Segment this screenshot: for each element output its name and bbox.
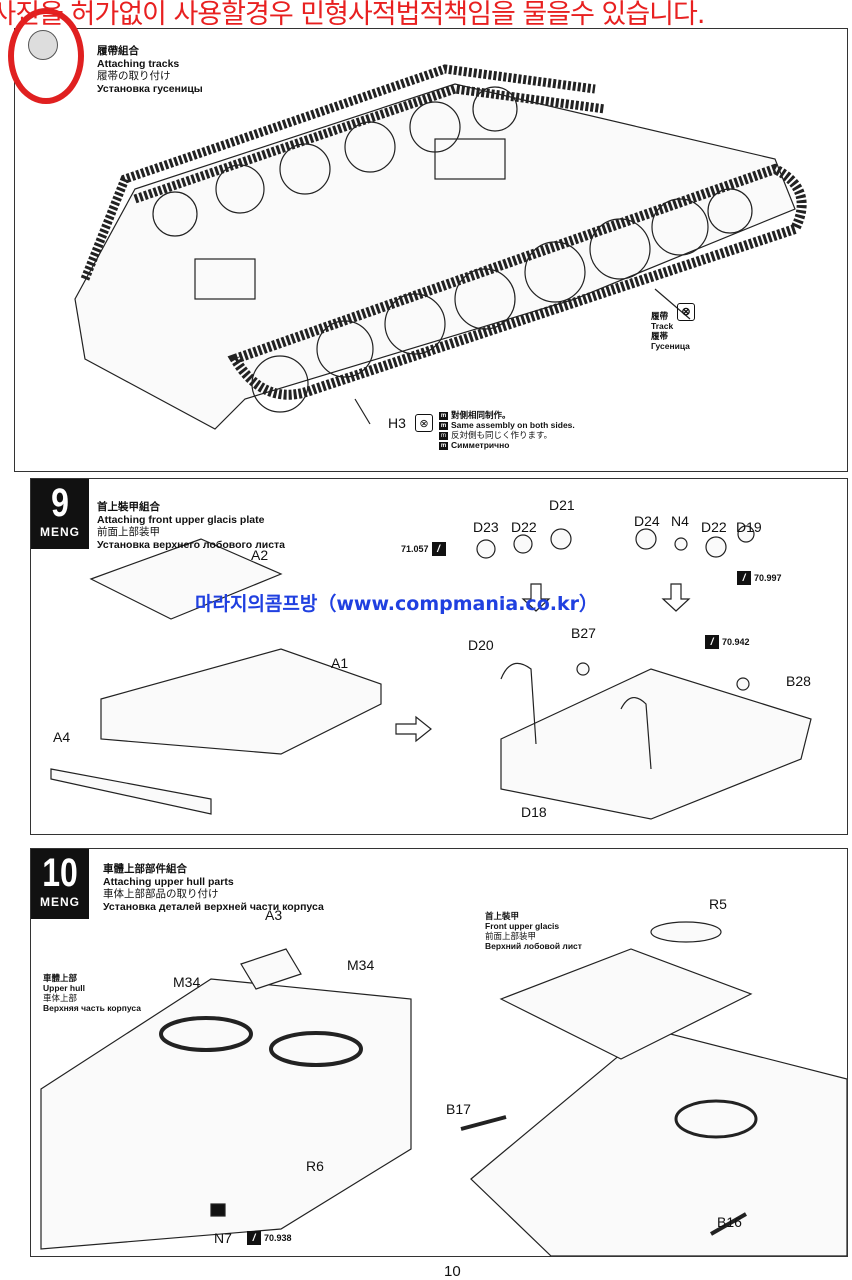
step-10-panel: 10 MENG 車體上部部件組合 Attaching upper hull pa… [30,848,848,1257]
step-number: 9 [51,481,69,525]
page-number: 10 [444,1263,461,1280]
part-m34-right: M34 [347,957,375,973]
label-cn: 車體上部 [43,973,78,983]
paint-code: 70.942 [722,637,750,647]
part-b28: B28 [786,673,811,689]
tank-chassis-drawing [74,64,807,430]
paint-brush-icon: / [431,542,446,556]
title-ru: Установка верхнего лобового листа [97,538,286,551]
watermark-top: 이 사진을 허가없이 사용할경우 민형사적법적책임을 물을수 있습니다. [0,0,705,30]
part-r5: R5 [709,896,727,912]
title-en: Attaching upper hull parts [103,875,234,888]
title-en: Attaching front upper glacis plate [97,513,265,526]
part-b16: B16 [717,1214,742,1230]
part-r6: R6 [306,1158,324,1174]
compmania-logo [0,0,84,104]
make-two-icon: ⊗ [677,303,695,321]
paint-code: 71.057 [401,544,429,554]
track-cn: 履帶 [651,311,669,321]
part-a3: A3 [265,907,283,923]
track-jp: 履帯 [651,331,669,341]
label-jp: 前面上部装甲 [485,931,537,941]
label-en: Front upper glacis [485,921,560,931]
part-n4: N4 [671,513,689,529]
label-ru: Верхняя часть корпуса [43,1003,141,1013]
glacis-assembly-drawing [50,525,812,820]
note-cn: 對側相同制作。 [451,410,511,420]
part-b27: B27 [571,625,596,641]
part-h3: H3 [388,415,406,431]
step-9-badge: 9 MENG [31,479,89,549]
label-cn: 首上裝甲 [485,911,520,921]
part-d22-right: D22 [701,519,727,535]
title-jp: 履帯の取り付け [97,70,171,82]
paint-code: 70.997 [754,573,782,583]
meng-logo: MENG [40,525,80,539]
part-d23: D23 [473,519,499,535]
symmetric-icon: ⊗ [415,414,433,432]
part-m34: M34 [173,974,201,990]
paint-code: 70.938 [264,1233,292,1243]
title-en: Attaching tracks [97,57,180,70]
step-8-panel: 履帶組合 Attaching tracks 履帯の取り付け Установка … [14,28,848,472]
part-d22: D22 [511,519,537,535]
part-d24: D24 [634,513,660,529]
title-cn: 履帶組合 [97,45,139,57]
step-10-badge: 10 MENG [31,849,89,919]
paint-brush-icon: / [247,1231,261,1245]
upper-hull-drawing [40,921,847,1256]
title-ru: Установка деталей верхней части корпуса [103,900,324,913]
label-ru: Верхний лобовой лист [485,941,582,951]
part-a4: A4 [53,729,71,745]
track-label: ⊗ 履帶 Track 履帯 Гусеница [651,303,695,351]
title-jp: 前面上部装甲 [97,526,160,538]
track-en: Track [651,321,674,331]
paint-70938: /70.938 [247,1231,292,1245]
paint-brush-icon: / [737,571,751,585]
part-d21: D21 [549,497,575,513]
label-en: Upper hull [43,983,86,993]
title-jp: 車体上部部品の取り付け [103,888,219,900]
track-ru: Гусеница [651,341,690,351]
title-cn: 首上裝甲組合 [97,501,160,513]
watermark-mid: 마라지의콤프방（www.compmania.co.kr） [195,593,598,615]
label-jp: 車体上部 [43,993,78,1003]
title-ru: Установка гусеницы [97,82,203,95]
part-n7: N7 [214,1230,232,1246]
note-en: Same assembly on both sides. [451,420,575,430]
paint-brush-icon: / [705,635,719,649]
part-a2: A2 [251,547,269,563]
step-8-titles: 履帶組合 Attaching tracks 履帯の取り付け Установка … [97,45,203,95]
part-d18: D18 [521,804,547,820]
part-b17: B17 [446,1101,471,1117]
paint-70942: /70.942 [705,635,750,649]
title-cn: 車體上部部件組合 [103,863,187,875]
part-a1: A1 [331,655,349,671]
note-ru: Симметрично [451,440,510,450]
step-9-panel: 9 MENG 首上裝甲組合 Attaching front upper glac… [30,478,848,835]
upper-hull-label: 車體上部 Upper hull 車体上部 Верхняя часть корпу… [43,973,141,1013]
note-jp: 反対側も同じく作ります。 [451,430,553,440]
step-10-titles: 車體上部部件組合 Attaching upper hull parts 車体上部… [103,863,324,913]
part-d20: D20 [468,637,494,653]
step-9-titles: 首上裝甲組合 Attaching front upper glacis plat… [97,501,285,551]
paint-70997: /70.997 [737,571,782,585]
paint-71057: 71.057/ [401,542,446,556]
meng-logo: MENG [40,895,80,909]
step-number: 10 [42,851,78,895]
part-d19: D19 [736,519,762,535]
front-glacis-label: 首上裝甲 Front upper glacis 前面上部装甲 Верхний л… [485,911,582,951]
